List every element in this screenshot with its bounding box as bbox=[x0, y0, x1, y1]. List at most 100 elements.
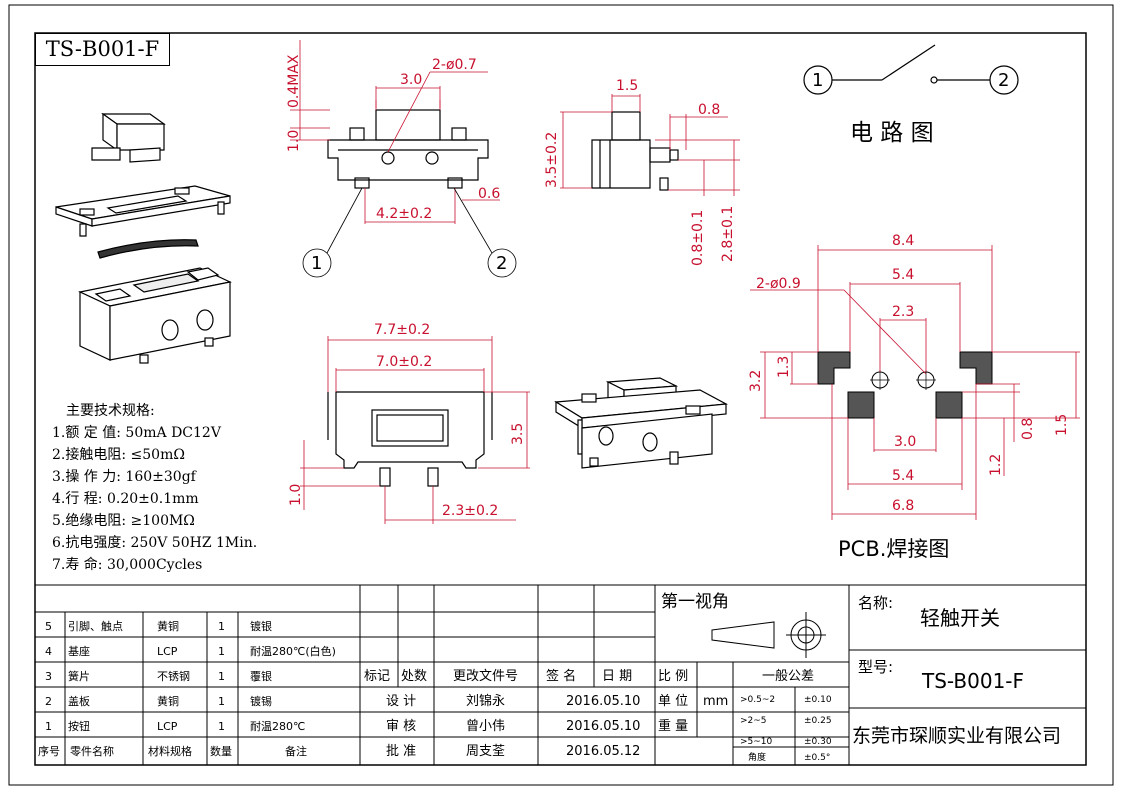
unit-value: mm bbox=[703, 694, 728, 709]
pcb-bottom-span: 5.4 bbox=[892, 468, 914, 484]
tolerance-value-3: ±0.5° bbox=[804, 753, 830, 763]
dim-actuator-w: 1.5 bbox=[616, 78, 638, 94]
callout-2: 2 bbox=[496, 253, 507, 274]
pcb-bottom-overall: 6.8 bbox=[892, 498, 914, 514]
bom-cell-no: 2 bbox=[45, 695, 52, 708]
inner-frame bbox=[34, 32, 1087, 766]
pcb-dims bbox=[750, 245, 1080, 520]
tolerance-range-2: >5~10 bbox=[740, 737, 773, 747]
side-view bbox=[591, 111, 679, 191]
spec-item: 3.操 作 力: 160±30gf bbox=[52, 469, 196, 485]
top-view-labels: 7.7±0.2 7.0±0.2 3.5 1.0 2.3±0.2 bbox=[288, 322, 526, 519]
tolerance-range-0: >0.5~2 bbox=[740, 695, 775, 705]
first-angle-projection-symbol bbox=[711, 612, 826, 658]
approval-date-1: 2016.05.10 bbox=[566, 719, 640, 734]
dim-pin-h: 1.0 bbox=[288, 484, 304, 506]
tolerance-title: 一般公差 bbox=[762, 668, 814, 684]
bom-cell-material: 黄铜 bbox=[157, 694, 179, 708]
bom-cell-material: 不锈钢 bbox=[157, 670, 190, 683]
bom-cell-qty: 1 bbox=[218, 620, 225, 633]
name-value: 轻触开关 bbox=[920, 606, 1000, 630]
bom-cell-no: 4 bbox=[45, 645, 52, 658]
bom-header-qty: 数量 bbox=[210, 745, 232, 758]
bom-header-material: 材料规格 bbox=[148, 744, 192, 758]
dim-side-height: 3.5±0.2 bbox=[544, 132, 560, 188]
bom-cell-no: 5 bbox=[45, 620, 52, 633]
bom-cell-name: 盖板 bbox=[68, 694, 90, 708]
spec-item: 6.抗电强度: 250V 50HZ 1Min. bbox=[52, 535, 258, 551]
dim-pitch: 3.0 bbox=[400, 72, 422, 88]
dim-outer-w: 7.7±0.2 bbox=[374, 322, 430, 338]
bom-cell-no: 3 bbox=[45, 670, 52, 683]
bom-cell-name: 按钮 bbox=[68, 719, 90, 733]
pcb-right-c: 1.2 bbox=[988, 454, 1004, 476]
bom-header-note: 备注 bbox=[285, 744, 307, 758]
front-view-dims bbox=[290, 40, 500, 224]
part-title-box: TS-B001-F bbox=[35, 33, 170, 66]
circuit-diagram bbox=[803, 44, 1019, 95]
approval-date-0: 2016.05.10 bbox=[566, 694, 640, 709]
dim-actuator-proj: 0.8 bbox=[698, 102, 720, 118]
pcb-pad-span: 5.4 bbox=[892, 267, 914, 283]
dim-offset-b: 2.8±0.1 bbox=[720, 206, 736, 262]
circuit-pin1: 1 bbox=[812, 70, 823, 91]
dim-body-w: 7.0±0.2 bbox=[376, 354, 432, 370]
approval-name-0: 刘锦永 bbox=[466, 694, 505, 709]
projection-label: 第一视角 bbox=[661, 592, 729, 612]
title-block bbox=[35, 584, 1086, 765]
approval-role-1: 审 核 bbox=[386, 719, 416, 734]
rev-mark: 标记 bbox=[364, 669, 390, 684]
outer-frame bbox=[8, 4, 1114, 786]
pcb-label: PCB.焊接图 bbox=[838, 537, 949, 561]
bom-cell-qty: 1 bbox=[218, 670, 225, 683]
rev-doc: 更改文件号 bbox=[453, 669, 518, 684]
spec-item: 4.行 程: 0.20±0.1mm bbox=[52, 491, 199, 507]
bom-cell-name: 簧片 bbox=[68, 669, 90, 683]
name-label: 名称: bbox=[858, 594, 893, 612]
approval-role-0: 设 计 bbox=[386, 694, 416, 709]
bom-cell-qty: 1 bbox=[218, 695, 225, 708]
bom-cell-note: 耐温280℃ bbox=[250, 720, 305, 733]
approval-date-2: 2016.05.12 bbox=[566, 744, 640, 759]
top-view bbox=[327, 391, 493, 487]
assembled-view bbox=[554, 377, 729, 469]
weight-label: 重 量 bbox=[658, 718, 688, 734]
circuit-pin2: 2 bbox=[998, 70, 1009, 91]
model-value: TS-B001-F bbox=[921, 669, 1024, 693]
bom-cell-name: 引脚、触点 bbox=[68, 619, 123, 633]
side-view-dims bbox=[560, 94, 740, 196]
bom-header-no: 序号 bbox=[38, 744, 60, 758]
exploded-view bbox=[55, 112, 232, 364]
approval-role-2: 批 准 bbox=[386, 744, 416, 759]
unit-label: 单 位 bbox=[658, 694, 688, 709]
bom-cell-no: 1 bbox=[45, 720, 52, 733]
spec-item: 2.接触电阻: ≤50mΩ bbox=[52, 447, 185, 463]
bom-cell-material: LCP bbox=[157, 720, 178, 733]
dim-height-max: 0.4MAX bbox=[286, 54, 302, 108]
side-view-labels: 1.5 0.8 3.5±0.2 0.8±0.1 2.8±0.1 bbox=[544, 78, 736, 266]
tolerance-range-3: 角度 bbox=[748, 751, 766, 763]
bom-cell-note: 镀锡 bbox=[250, 694, 272, 708]
dim-body-h: 3.5 bbox=[510, 423, 526, 445]
front-view-callouts bbox=[302, 187, 517, 278]
tolerance-value-2: ±0.30 bbox=[804, 737, 832, 747]
dim-pin-span: 4.2±0.2 bbox=[376, 206, 432, 222]
spec-item: 1.额 定 值: 50mA DC12V bbox=[52, 425, 221, 441]
bom-cell-qty: 1 bbox=[218, 720, 225, 733]
spec-item: 7.寿 命: 30,000Cycles bbox=[52, 557, 203, 573]
bom-cell-material: LCP bbox=[157, 645, 178, 658]
spec-list: 主要技术规格: 1.额 定 值: 50mA DC12V 2.接触电阻: ≤50m… bbox=[52, 400, 257, 576]
bom-header-name: 零件名称 bbox=[70, 744, 114, 758]
rev-sign: 签 名 bbox=[546, 668, 576, 684]
pcb-right-b: 1.5 bbox=[1054, 414, 1070, 436]
tolerance-value-1: ±0.25 bbox=[804, 716, 832, 726]
top-view-dims bbox=[300, 336, 530, 524]
circuit-label: 电 路 图 bbox=[850, 120, 934, 146]
approval-name-1: 曾小伟 bbox=[466, 719, 505, 734]
pcb-labels: 8.4 5.4 2-ø0.9 2.3 3.2 1.3 3.0 5.4 6.8 0… bbox=[748, 233, 1070, 514]
model-label: 型号: bbox=[858, 658, 893, 676]
bom-cell-qty: 1 bbox=[218, 645, 225, 658]
pcb-holes: 2-ø0.9 bbox=[756, 276, 801, 292]
